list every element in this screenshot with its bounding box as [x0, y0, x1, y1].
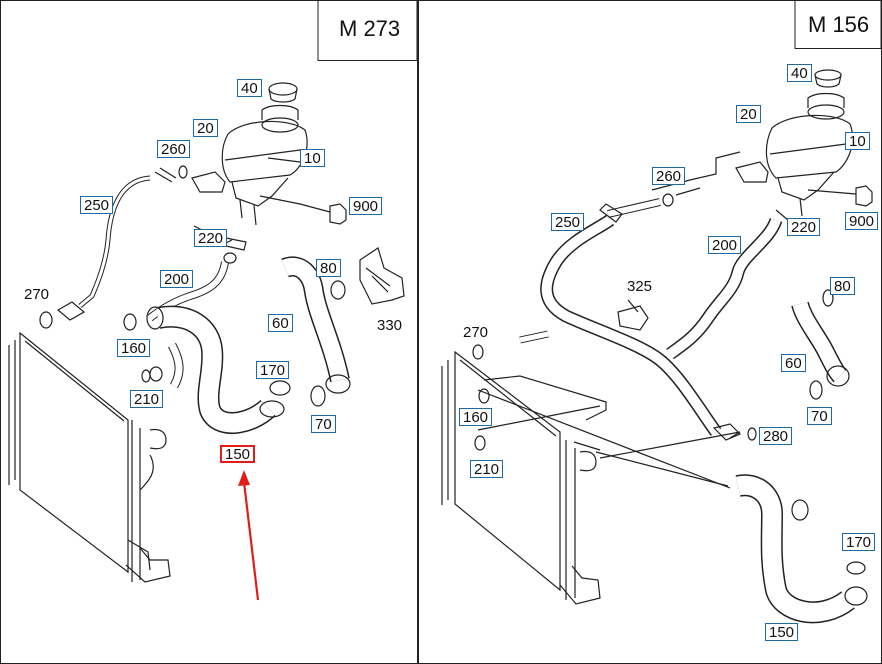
callout-250-right[interactable]: 250 [551, 213, 585, 231]
engine-title-right: M 156 [808, 12, 870, 37]
callout-150-highlighted[interactable]: 150 [220, 445, 256, 463]
callout-160[interactable]: 160 [117, 339, 151, 357]
callout-60-right[interactable]: 60 [781, 354, 806, 372]
callout-80-right[interactable]: 80 [830, 277, 855, 295]
label-330[interactable]: 330 [377, 317, 403, 334]
red-arrow [238, 470, 260, 601]
bracket-330 [359, 247, 405, 305]
callout-70-right[interactable]: 70 [807, 407, 832, 425]
callout-900-right[interactable]: 900 [845, 212, 879, 230]
right-title-box [794, 0, 882, 49]
engine-title-left: M 273 [339, 16, 401, 41]
sensor-900-left [329, 203, 347, 225]
callout-10[interactable]: 10 [300, 149, 325, 167]
left-title-box [317, 0, 418, 61]
callout-170[interactable]: 170 [256, 361, 290, 379]
callout-40[interactable]: 40 [237, 79, 262, 97]
clip-325 [617, 305, 649, 331]
left-panel-parts [8, 82, 405, 583]
callout-160-right[interactable]: 160 [459, 408, 493, 426]
callout-10-right[interactable]: 10 [845, 132, 870, 150]
callout-200[interactable]: 200 [160, 270, 194, 288]
callout-80[interactable]: 80 [316, 259, 341, 277]
radiator-right [441, 350, 601, 605]
callout-150-right[interactable]: 150 [765, 623, 799, 641]
callout-210[interactable]: 210 [130, 390, 164, 408]
callout-170-right[interactable]: 170 [842, 533, 876, 551]
callout-220-right[interactable]: 220 [787, 218, 821, 236]
right-panel-parts [441, 69, 873, 624]
callout-70[interactable]: 70 [311, 415, 336, 433]
sensor-900-right [855, 185, 873, 207]
callout-20-right[interactable]: 20 [736, 105, 761, 123]
cap-left [268, 82, 298, 103]
callout-260-right[interactable]: 260 [652, 167, 686, 185]
callout-60[interactable]: 60 [268, 314, 293, 332]
callout-260[interactable]: 260 [157, 140, 191, 158]
callout-200-right[interactable]: 200 [708, 236, 742, 254]
callout-20[interactable]: 20 [193, 119, 218, 137]
callout-280-right[interactable]: 280 [759, 427, 793, 445]
label-270[interactable]: 270 [24, 286, 50, 303]
callout-40-right[interactable]: 40 [787, 64, 812, 82]
callout-210-right[interactable]: 210 [470, 460, 504, 478]
radiator-left [8, 331, 171, 583]
callout-250[interactable]: 250 [80, 196, 114, 214]
callout-220[interactable]: 220 [194, 229, 228, 247]
label-325-right[interactable]: 325 [627, 278, 653, 295]
label-270-right[interactable]: 270 [463, 324, 489, 341]
cap-right [814, 69, 842, 88]
callout-900[interactable]: 900 [349, 197, 383, 215]
